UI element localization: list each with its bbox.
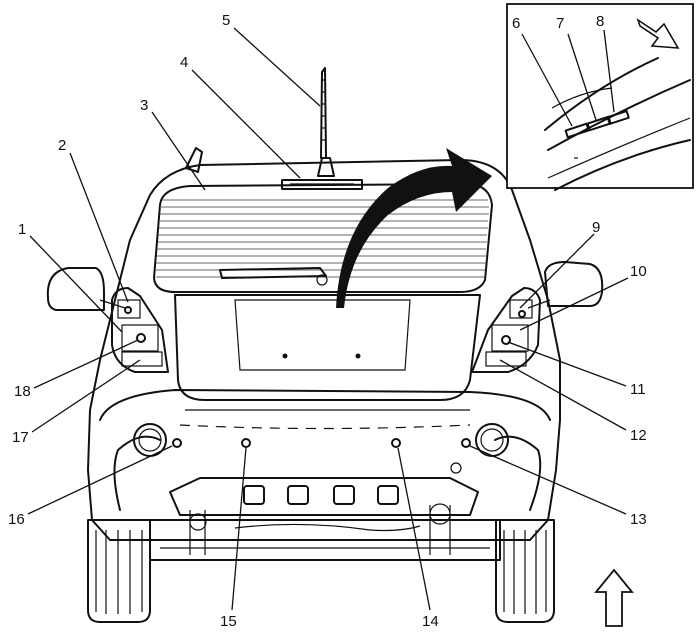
callout-10: 10 bbox=[630, 263, 647, 280]
leader-5 bbox=[233, 27, 321, 107]
callout-17: 17 bbox=[12, 429, 29, 446]
lower-fascia-slots bbox=[243, 485, 399, 505]
leader-11 bbox=[507, 341, 627, 387]
roof-spoiler-end bbox=[185, 147, 203, 173]
leader-9 bbox=[519, 233, 595, 309]
leader-12 bbox=[499, 359, 627, 431]
callout-4: 4 bbox=[180, 54, 188, 71]
callout-1: 1 bbox=[18, 221, 26, 238]
plate-fastener bbox=[282, 353, 288, 359]
callout-15: 15 bbox=[220, 613, 237, 630]
leader-17 bbox=[31, 359, 141, 433]
underbody bbox=[149, 503, 501, 561]
sensor-13 bbox=[461, 438, 471, 448]
callout-6: 6 bbox=[512, 15, 520, 32]
callout-3: 3 bbox=[140, 97, 148, 114]
callout-12: 12 bbox=[630, 427, 647, 444]
leader-10 bbox=[519, 277, 629, 331]
left-outside-mirror bbox=[46, 267, 126, 311]
leader-3 bbox=[151, 111, 206, 191]
callout-2: 2 bbox=[58, 137, 66, 154]
high-mount-stop-lamp bbox=[281, 179, 363, 190]
callout-13: 13 bbox=[630, 511, 647, 528]
callout-11: 11 bbox=[630, 381, 646, 398]
callout-labels: 1 2 3 4 5 6 7 8 9 10 11 12 13 14 15 16 1… bbox=[8, 12, 647, 630]
leader-14 bbox=[397, 447, 431, 611]
callout-7: 7 bbox=[556, 15, 564, 32]
outline-arrow-down-right-icon bbox=[636, 18, 680, 49]
left-rear-tire bbox=[87, 519, 151, 623]
tow-hook-cover bbox=[450, 462, 462, 474]
right-rear-tire bbox=[495, 519, 555, 623]
outline-arrow-up-icon bbox=[594, 568, 634, 627]
roof-antenna bbox=[317, 67, 335, 177]
callout-9: 9 bbox=[592, 219, 600, 236]
leader-13 bbox=[469, 445, 627, 515]
callout-18: 18 bbox=[14, 383, 31, 400]
sensor-15 bbox=[241, 438, 251, 448]
callout-16: 16 bbox=[8, 511, 25, 528]
leader-15 bbox=[231, 447, 247, 611]
sensor-14 bbox=[391, 438, 401, 448]
leader-7 bbox=[567, 33, 597, 121]
leader-2 bbox=[69, 152, 129, 303]
leader-18 bbox=[33, 339, 139, 389]
leader-6 bbox=[521, 33, 573, 127]
leader-16 bbox=[27, 445, 173, 515]
park-assist-sensors bbox=[172, 438, 471, 448]
inset-detail bbox=[506, 3, 694, 191]
right-tail-lamp bbox=[471, 287, 541, 373]
callout-8: 8 bbox=[596, 13, 604, 30]
leader-8 bbox=[603, 29, 615, 113]
left-tail-lamp bbox=[111, 287, 169, 373]
callout-14: 14 bbox=[422, 613, 439, 630]
plate-fastener bbox=[355, 353, 361, 359]
curved-arrow-icon bbox=[336, 148, 492, 308]
rear-window-glass bbox=[153, 183, 493, 293]
leader-4 bbox=[191, 69, 301, 179]
leader-lines bbox=[27, 27, 629, 611]
callout-5: 5 bbox=[222, 12, 230, 29]
leader-1 bbox=[29, 235, 123, 333]
sensor-16 bbox=[172, 438, 182, 448]
rear-wiper bbox=[219, 267, 328, 286]
